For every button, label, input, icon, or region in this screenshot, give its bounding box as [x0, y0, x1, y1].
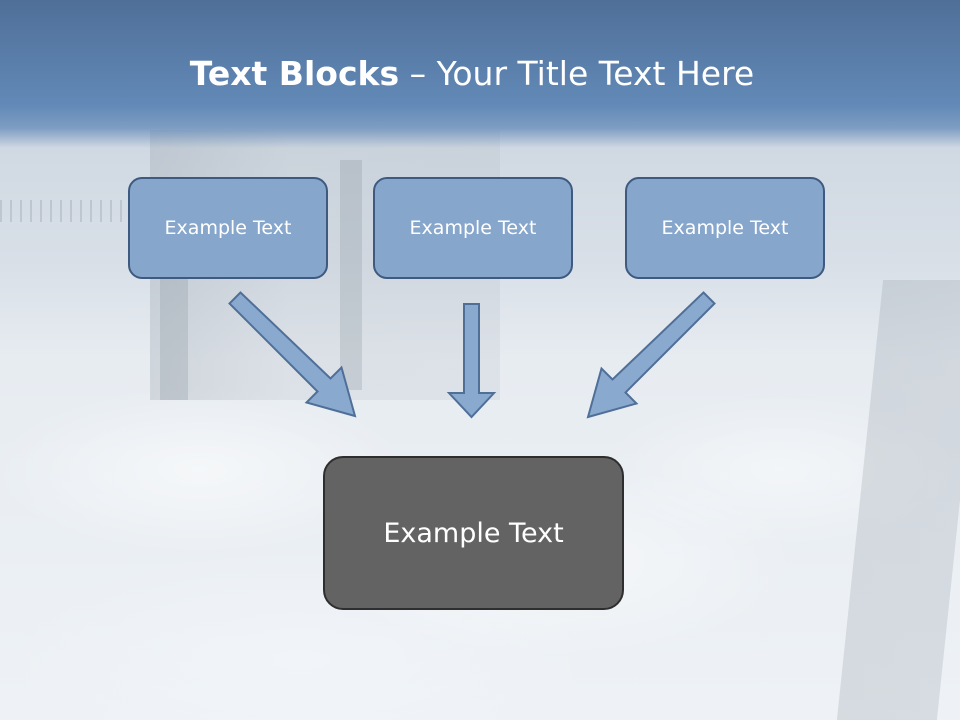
dam-pillar — [340, 160, 362, 390]
text-block-bottom[interactable]: Example Text — [323, 456, 624, 610]
arrow-top-left-down-right — [228, 291, 357, 418]
title-band — [0, 0, 960, 148]
text-block-top-center[interactable]: Example Text — [373, 177, 573, 279]
arrow-top-center-down — [446, 303, 497, 419]
text-block-top-left[interactable]: Example Text — [128, 177, 328, 279]
dam-pillar — [160, 270, 188, 400]
title-rest: Your Title Text Here — [436, 54, 755, 93]
slide-title: Text Blocks – Your Title Text Here — [0, 52, 944, 96]
title-dash: – — [409, 54, 427, 93]
text-block-top-right[interactable]: Example Text — [625, 177, 825, 279]
title-bold-part: Text Blocks — [189, 54, 400, 93]
arrow-top-right-down-left — [586, 291, 716, 419]
